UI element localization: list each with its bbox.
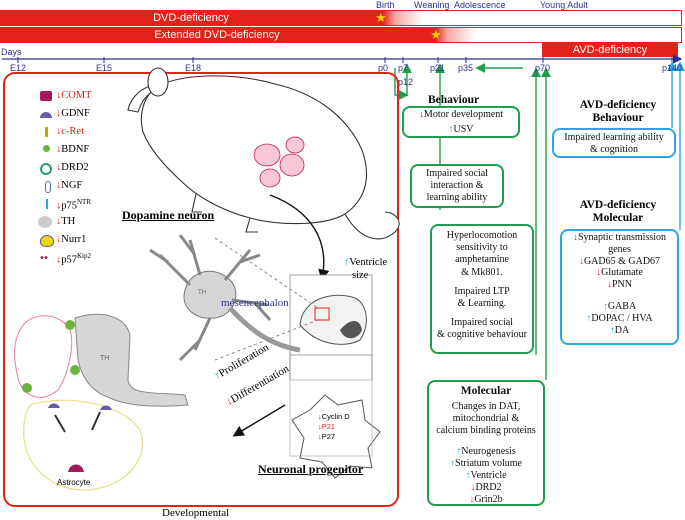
progenitor-cell-outline — [291, 394, 381, 479]
gene-gdnf: ↓GDNF — [40, 108, 90, 119]
neurogenesis-item: ↑Neurogenesis — [456, 445, 516, 457]
neuronal-progenitor-label: Neuronal progenitor — [258, 462, 364, 476]
dvd-deficiency-label: DVD-deficiency — [153, 12, 229, 24]
tick-e15: E15 — [96, 63, 113, 73]
rat-illustration — [127, 67, 400, 240]
gene-nurr1: ↓Nurr1 — [40, 234, 86, 247]
synapse-illustration — [14, 313, 189, 491]
motor-development-item: ↓Motor development — [418, 109, 504, 120]
dvd-deficiency-fade — [382, 10, 682, 26]
tick-p70: p70 — [535, 63, 551, 73]
gad-item: ↓GAD65 & GAD67 — [578, 255, 661, 267]
developmental-panel — [3, 72, 399, 507]
gene-drd2: ↓DRD2 — [40, 162, 89, 175]
dvd-deficiency-bar: DVD-deficiency — [0, 10, 382, 26]
glutamate-item: ↓Glutamate — [596, 267, 643, 279]
gene-comt: ↓COMT — [40, 90, 92, 101]
birth-star-icon: ★ — [375, 10, 387, 25]
p27-item: ↓P27 — [318, 432, 336, 442]
tick-e12: E12 — [10, 63, 27, 73]
synapse-th-label: TH — [100, 355, 110, 362]
ngf-icon — [45, 181, 51, 193]
molecular-title: Molecular — [460, 385, 512, 397]
gene-p75ntr: ↓p75NTR — [46, 198, 91, 212]
gene-c-ret: ↓c-Ret — [45, 126, 84, 137]
tick-p140: p140 — [662, 63, 683, 73]
cell-cycle-list: ↓Cyclin D ↓P21 ↓P27 — [318, 412, 350, 442]
gene-p57kip2: ↓p57Kip2 — [40, 252, 91, 266]
cyclin-d-item: ↓Cyclin D — [318, 412, 350, 421]
stage-young-adult: Young Adult — [540, 0, 588, 10]
mesencephalon-label: mesencephalon — [221, 297, 289, 309]
drd2-icon — [40, 163, 52, 175]
extended-dvd-deficiency-bar: Extended DVD-deficiency — [0, 27, 434, 43]
avd-deficiency-bar: AVD-deficiency — [542, 42, 678, 57]
tick-p35: p35 — [458, 63, 474, 73]
tick-p0: p0 — [378, 63, 389, 73]
pnn-item: ↓PNN — [606, 279, 632, 291]
gaba-item: ↑GABA — [602, 300, 637, 312]
ventricle-item: ↑Ventricle — [465, 469, 507, 481]
p57kip2-icon — [40, 255, 48, 260]
usv-item: ↑USV — [448, 124, 474, 136]
tick-e18: E18 — [185, 63, 202, 73]
avd-molecular-box: ↓Synaptic transmission genes ↓GAD65 & GA… — [560, 229, 679, 345]
comt-icon — [40, 91, 52, 101]
stage-weaning: Weaning — [414, 0, 450, 10]
gene-bdnf: ↓BDNF — [43, 144, 89, 155]
dopamine-neuron-label: Dopamine neuron — [122, 208, 215, 222]
weaning-star-icon: ★ — [430, 27, 442, 42]
synaptic-transmission-item: ↓Synaptic transmission — [572, 232, 667, 243]
p21-item: ↓P21 — [318, 422, 336, 432]
dopamine-neuron-illustration — [149, 234, 301, 362]
stage-adolescence: Adolescence — [454, 0, 506, 10]
nurr1-icon — [40, 235, 54, 247]
da-item: ↑DA — [609, 324, 630, 336]
p75ntr-icon — [46, 199, 48, 209]
developmental-caption: Developmental — [162, 507, 230, 519]
avd-behaviour-box: Impaired learning ability & cognition — [552, 128, 676, 158]
pups-illustration — [253, 136, 305, 188]
grin2b-item: ↓Grin2b — [469, 494, 503, 506]
gene-ngf: ↓NGF — [45, 180, 82, 193]
astrocyte-label: Astrocyte — [57, 478, 91, 487]
neuron-th-label: TH — [198, 290, 206, 296]
molecular-box: Molecular Changes in DAT, mitochondrial … — [427, 380, 545, 506]
behaviour-box-2: Impaired social interaction & learning a… — [410, 164, 504, 208]
striatum-volume-item: ↑Striatum volume — [450, 457, 522, 469]
extended-dvd-deficiency-label: Extended DVD-deficiency — [154, 29, 280, 41]
drd2-item: ↓DRD2 — [470, 482, 502, 494]
days-label: Days — [1, 47, 22, 57]
brain-section-illustration — [299, 294, 367, 345]
gdnf-icon — [40, 112, 52, 118]
avd-deficiency-label: AVD-deficiency — [572, 43, 648, 56]
gene-th: ↓TH — [38, 216, 75, 228]
behaviour-box-3: Hyperlocomotion sensitivity to amphetami… — [430, 224, 534, 354]
tick-p21: p21 — [430, 63, 446, 73]
genes-item: genes — [608, 243, 631, 255]
behaviour-title: Behaviour — [428, 94, 480, 106]
tick-p7: p7 — [398, 63, 409, 73]
dopac-hva-item: ↑DOPAC / HVA — [586, 312, 653, 324]
tick-p12: p12 — [398, 77, 414, 87]
c-ret-icon — [45, 127, 48, 137]
gene-list: ↓COMT ↓GDNF ↓c-Ret ↓BDNF ↓DRD2 ↓NGF ↓p75… — [38, 90, 136, 290]
stage-birth: Birth — [376, 0, 395, 10]
th-icon — [38, 216, 52, 228]
behaviour-box-1: ↓Motor development ↑USV — [402, 106, 520, 138]
bdnf-icon — [43, 145, 50, 152]
